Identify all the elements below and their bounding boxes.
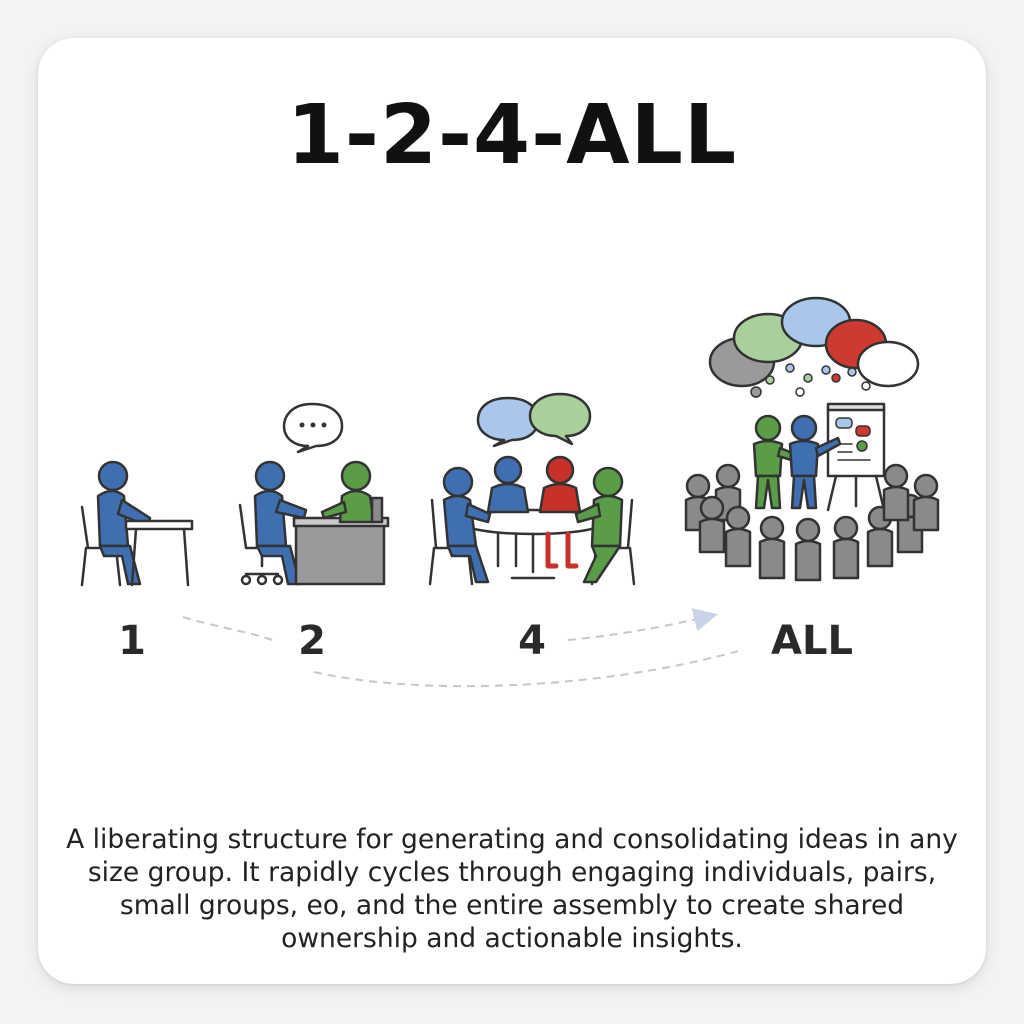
step-label-4: 4 <box>518 618 546 664</box>
whole-group-presentation-icon <box>684 296 940 582</box>
step-label-2: 2 <box>298 618 326 664</box>
description-text: A liberating structure for generating an… <box>66 824 958 954</box>
flow-arrows <box>182 608 743 688</box>
flow-arrow-return <box>313 649 743 688</box>
flow-arrow-4-to-all <box>567 608 718 641</box>
page-title: 1-2-4-ALL <box>286 88 738 183</box>
person-alone-icon <box>80 460 194 587</box>
step-label-1: 1 <box>118 618 146 664</box>
small-group-icon <box>428 392 636 586</box>
step-label-all: ALL <box>771 618 853 664</box>
flow-arrow-1-to-2 <box>182 616 273 641</box>
pair-conversation-icon <box>238 402 390 586</box>
